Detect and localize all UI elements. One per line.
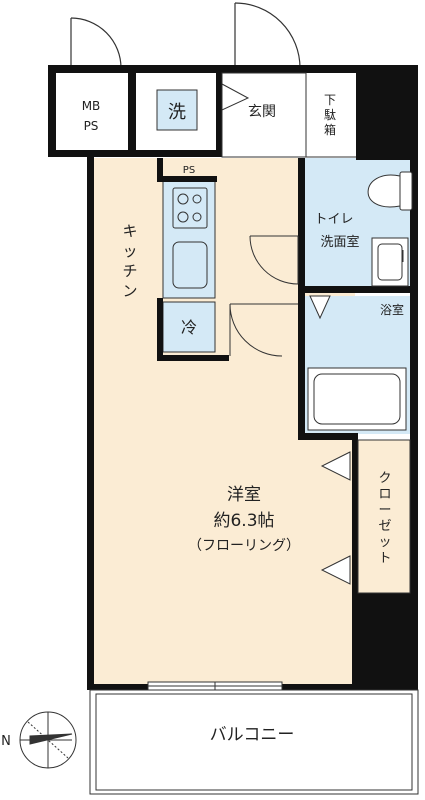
washer-label: 洗 [168,102,186,123]
washroom-door [249,235,299,285]
genkan-step-icon [221,83,250,111]
shoebox-char-1: 下 [324,93,336,107]
shoebox-char-3: 箱 [324,122,336,137]
north-label: N [1,734,11,749]
bath-label: 浴室 [380,302,404,317]
closet-char-6: ト [378,551,391,566]
bathtub-icon [307,367,407,431]
entry-doors [70,2,301,69]
closet-char-2: ロ [378,487,391,502]
compass-icon [19,711,77,769]
toilet-icon [367,171,413,211]
ps-label: PS [84,119,99,133]
room-outlines [89,72,419,795]
fridge-label: 冷 [181,318,197,337]
closet-char-5: ッ [378,535,391,550]
balcony-label: バルコニー [210,725,295,745]
kitchen-char-3: チ [122,262,137,280]
closet-char-1: ク [378,471,391,486]
kitchen-char-4: ン [122,282,137,300]
room-floor-type: （フローリング） [188,538,300,554]
room-door [229,303,298,357]
closet-char-4: ゼ [378,519,391,534]
kitchen-counter [162,179,216,299]
ps-small-label: PS [183,165,195,176]
closet-floor [355,440,417,595]
genkan-label: 玄関 [248,103,276,120]
kitchen-char-2: ッ [122,242,137,260]
bath-door-icon [309,295,331,320]
kitchen-char-1: キ [122,222,137,240]
closet-char-3: ー [378,503,391,518]
kitchen-sink-icon [172,241,208,289]
walls [48,65,418,690]
room-name: 洋室 [227,485,261,505]
washer-symbol [156,89,198,131]
stove-icon [172,187,208,229]
toilet-label: トイレ [314,212,353,227]
washroom-label: 洗面室 [320,234,359,250]
closet-door-icons [320,451,351,585]
shoebox-char-2: 駄 [324,107,336,122]
wash-basin-icon [371,237,409,287]
room-size: 約6.3帖 [213,511,274,531]
mb-label: MB [82,99,101,113]
